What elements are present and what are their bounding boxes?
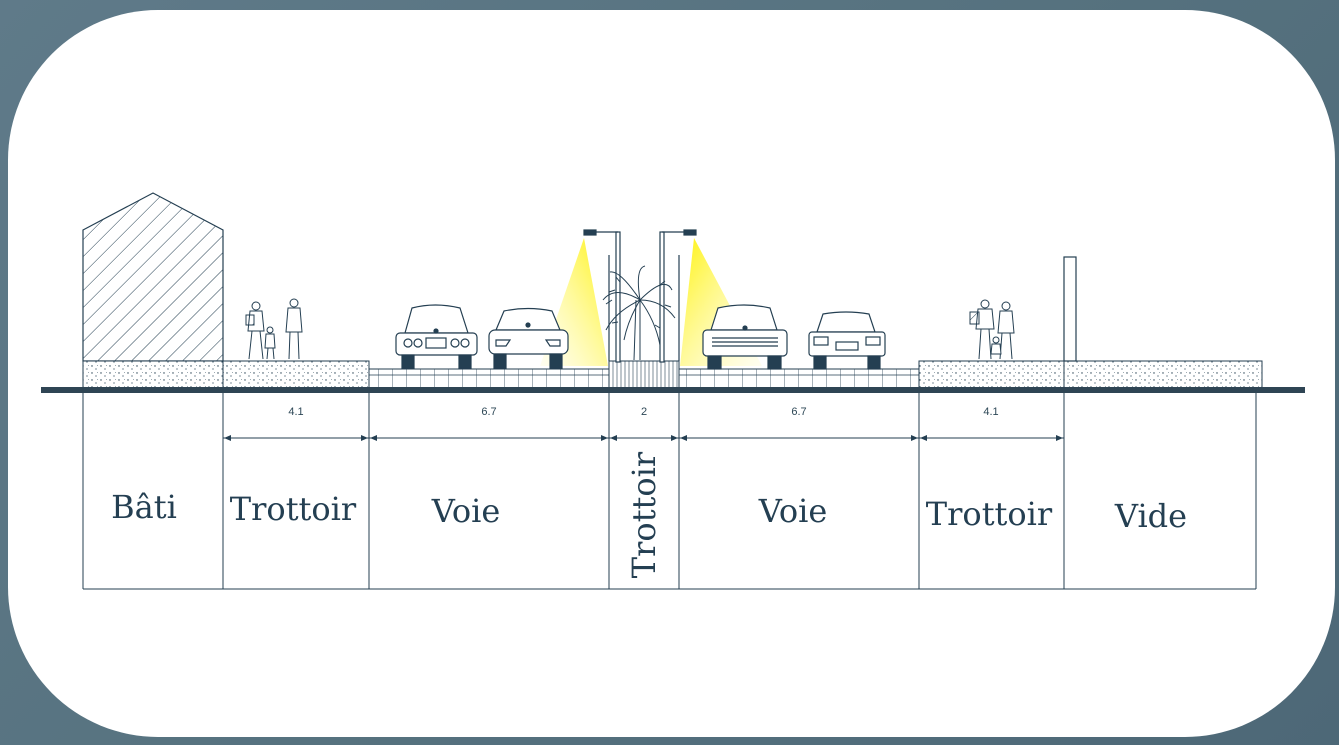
dimension-voie-left: 6.7 [481, 406, 496, 418]
street-section-diagram: 4.1 6.7 2 6.7 4.1 Bâti Trottoir Voie Tro… [41, 192, 1305, 590]
street-lamp-icon [583, 229, 697, 363]
building-icon [82, 192, 224, 362]
car-icon [702, 304, 788, 370]
dimension-lines [223, 435, 1064, 441]
pedestrians-left-icon [245, 298, 303, 360]
label-trottoir-center: Trottoir [625, 451, 663, 578]
car-icon [488, 307, 569, 369]
diagram-card: 4.1 6.7 2 6.7 4.1 Bâti Trottoir Voie Tro… [8, 10, 1335, 737]
ground-line [41, 387, 1305, 393]
ground-surfaces [82, 360, 1263, 389]
car-icon [808, 311, 886, 370]
dimension-trottoir-center: 2 [641, 406, 647, 418]
label-voie-left: Voie [431, 492, 501, 530]
label-vide: Vide [1114, 497, 1187, 535]
label-trottoir-right: Trottoir [926, 495, 1053, 533]
pedestrians-right-icon [969, 299, 1015, 360]
section-table [82, 393, 1257, 590]
label-bati: Bâti [111, 488, 177, 526]
car-icon [395, 304, 478, 369]
palm-tree-icon [602, 265, 676, 361]
dimension-voie-right: 6.7 [791, 406, 806, 418]
dimension-trottoir-left: 4.1 [288, 406, 303, 418]
label-voie-right: Voie [758, 492, 828, 530]
label-trottoir-left: Trottoir [230, 490, 357, 528]
post-icon [1063, 256, 1077, 362]
dimension-trottoir-right: 4.1 [983, 406, 998, 418]
